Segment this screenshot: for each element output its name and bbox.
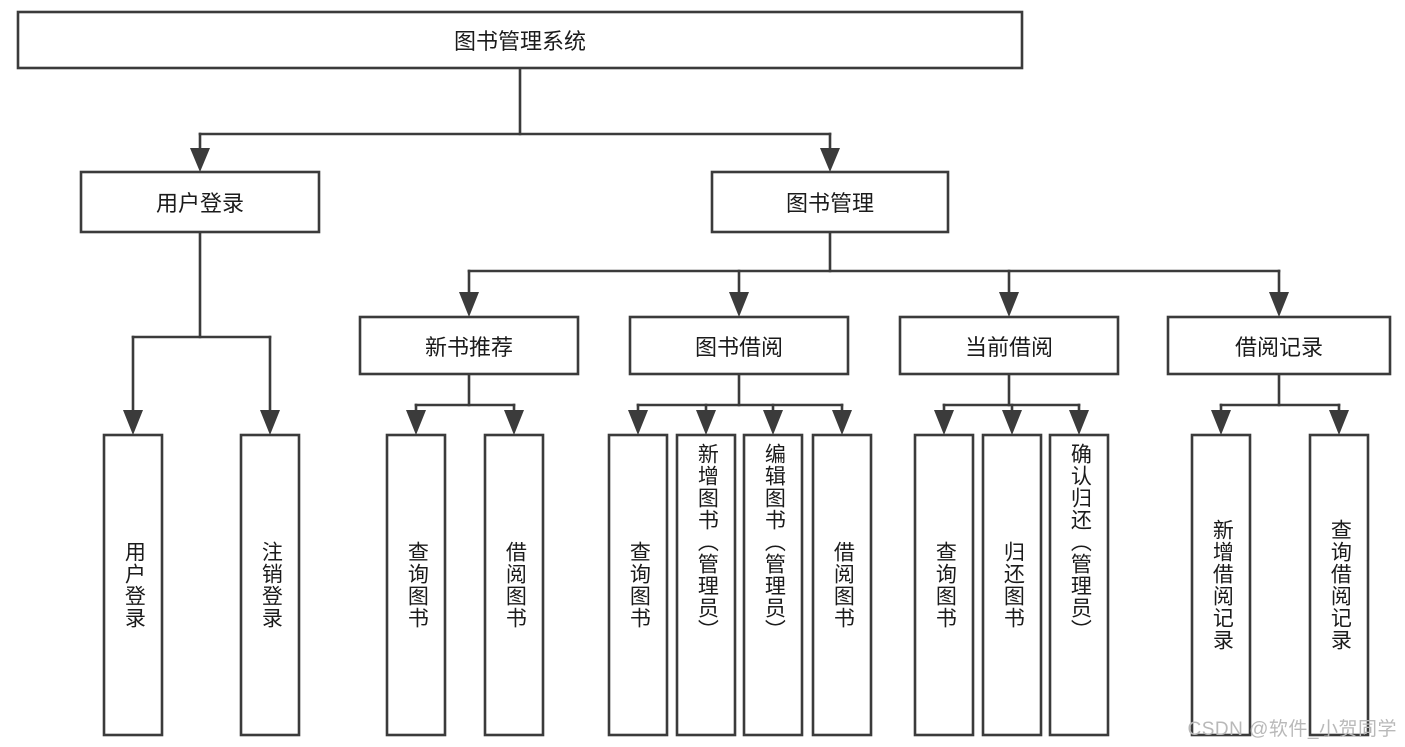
arrow-to-book-borrow [729, 292, 749, 317]
node-box-leaf-query-book-a[interactable] [385, 433, 447, 737]
arrow-to-add-book [696, 410, 716, 435]
node-box-leaf-add-record[interactable] [1190, 433, 1252, 737]
arrow-to-query-book-c [934, 410, 954, 435]
node-box-leaf-edit-book[interactable] [742, 433, 804, 737]
node-box-borrow-record[interactable] [1166, 315, 1392, 376]
node-box-leaf-query-record[interactable] [1308, 433, 1370, 737]
arrow-to-add-record [1211, 410, 1231, 435]
node-box-book-management[interactable] [710, 170, 950, 234]
node-box-user-login[interactable] [79, 170, 321, 234]
arrow-to-confirm-return [1069, 410, 1089, 435]
node-box-new-book-recommend[interactable] [358, 315, 580, 376]
arrow-to-logout-leaf [260, 410, 280, 435]
arrow-to-current-borrow [999, 292, 1019, 317]
arrow-to-edit-book [763, 410, 783, 435]
node-box-leaf-borrow-book-b[interactable] [811, 433, 873, 737]
edge-group-book-mgmt [459, 230, 1289, 317]
node-box-current-borrow[interactable] [898, 315, 1120, 376]
node-box-leaf-confirm-return[interactable] [1048, 433, 1110, 737]
arrow-to-query-record [1329, 410, 1349, 435]
node-box-root[interactable] [16, 10, 1024, 70]
edge-group-current-borrow [934, 372, 1089, 435]
node-box-leaf-query-book-c[interactable] [913, 433, 975, 737]
edge-group-root [190, 66, 840, 172]
arrow-to-borrow-book-b [832, 410, 852, 435]
node-box-leaf-add-book[interactable] [675, 433, 737, 737]
node-box-leaf-logout[interactable] [239, 433, 301, 737]
arrow-to-borrow-book-a [504, 410, 524, 435]
arrow-to-user-login [190, 148, 210, 172]
edge-group-new-book-rec [406, 372, 524, 435]
arrow-to-query-book-b [628, 410, 648, 435]
edge-group-user-login [123, 230, 280, 435]
node-box-leaf-borrow-book-a[interactable] [483, 433, 545, 737]
node-box-leaf-user-login[interactable] [102, 433, 164, 737]
arrow-to-new-book-rec [459, 292, 479, 317]
node-box-leaf-query-book-b[interactable] [607, 433, 669, 737]
arrow-to-query-book-a [406, 410, 426, 435]
edge-group-book-borrow [628, 372, 852, 435]
arrow-to-login-leaf [123, 410, 143, 435]
arrow-to-book-mgmt [820, 148, 840, 172]
arrow-to-borrow-record [1269, 292, 1289, 317]
edge-group-borrow-record [1211, 372, 1349, 435]
arrow-to-return-book [1002, 410, 1022, 435]
node-box-book-borrow[interactable] [628, 315, 850, 376]
node-box-leaf-return-book[interactable] [981, 433, 1043, 737]
